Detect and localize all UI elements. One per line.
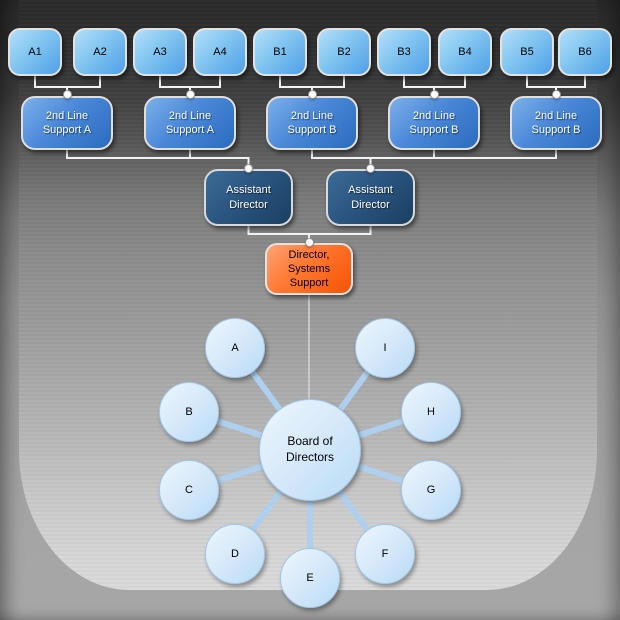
satellite-f: F xyxy=(355,524,415,584)
node-a1: A1 xyxy=(8,28,62,76)
connector-junction-dot xyxy=(551,89,561,99)
node-support-a-2: 2nd Line Support A xyxy=(144,96,236,150)
connector-junction-dot xyxy=(429,89,439,99)
satellite-h: H xyxy=(401,382,461,442)
node-assistant-director-2: Assistant Director xyxy=(326,169,415,226)
node-support-b-1: 2nd Line Support B xyxy=(266,96,358,150)
node-director-systems-support: Director, Systems Support xyxy=(265,243,353,295)
node-a2: A2 xyxy=(73,28,127,76)
connector-junction-dot xyxy=(366,163,375,173)
satellite-e: E xyxy=(280,548,340,608)
bracket-supports-to-ad1 xyxy=(66,150,250,169)
node-support-b-3: 2nd Line Support B xyxy=(510,96,602,150)
connector-junction-dot xyxy=(62,89,72,99)
hub-board-of-directors: Board of Directors xyxy=(259,399,361,501)
satellite-a: A xyxy=(205,318,265,378)
satellite-b: B xyxy=(159,382,219,442)
node-b3: B3 xyxy=(377,28,431,76)
connector-junction-dot xyxy=(244,163,253,173)
node-a3: A3 xyxy=(133,28,187,76)
satellite-d: D xyxy=(205,524,265,584)
node-b5: B5 xyxy=(500,28,554,76)
satellite-i: I xyxy=(355,318,415,378)
node-b4: B4 xyxy=(438,28,492,76)
node-b1: B1 xyxy=(253,28,307,76)
connector-junction-dot xyxy=(307,89,317,99)
bracket-supports-to-ad2 xyxy=(311,150,557,169)
connector-junction-dot xyxy=(185,89,195,99)
satellite-c: C xyxy=(159,460,219,520)
node-support-a-1: 2nd Line Support A xyxy=(21,96,113,150)
node-b2: B2 xyxy=(317,28,371,76)
node-assistant-director-1: Assistant Director xyxy=(204,169,293,226)
satellite-g: G xyxy=(401,460,461,520)
node-a4: A4 xyxy=(193,28,247,76)
connector-junction-dot xyxy=(304,237,314,247)
node-b6: B6 xyxy=(558,28,612,76)
node-support-b-2: 2nd Line Support B xyxy=(388,96,480,150)
